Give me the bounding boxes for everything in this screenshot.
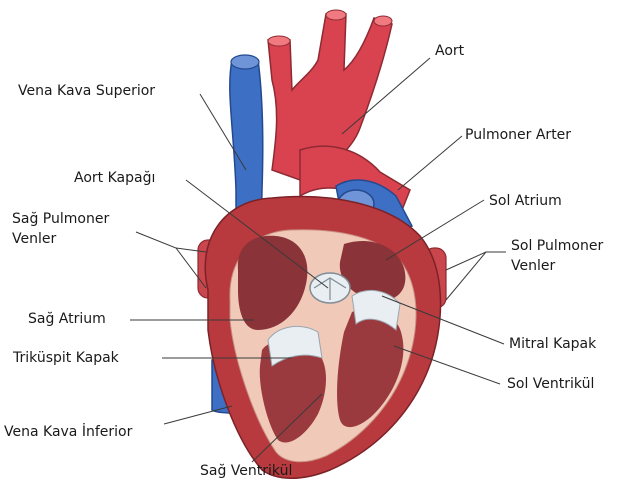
- leader-line-pulmoner-arter: [398, 136, 462, 190]
- label-mitral-kapak: Mitral Kapak: [509, 336, 596, 353]
- leader-line-sol-pulmoner-venler-2: [446, 252, 486, 300]
- leader-line-vena-kava-inferior: [164, 406, 232, 424]
- label-aort-kapagi: Aort Kapağı: [74, 170, 155, 187]
- label-sag-ventrikul: Sağ Ventrikül: [200, 463, 292, 480]
- label-vena-kava-inferior: Vena Kava İnferior: [4, 424, 132, 441]
- label-sag-atrium: Sağ Atrium: [28, 311, 106, 328]
- aort-branch-opening: [268, 36, 290, 46]
- label-sol-pulmoner-venler-line2: Venler: [511, 258, 555, 275]
- label-sag-pulmoner-venler-line2: Venler: [12, 231, 56, 248]
- label-trikuspit-kapak: Triküspit Kapak: [13, 350, 119, 367]
- aort-branch-opening: [374, 16, 392, 26]
- leader-line-sol-pulmoner-venler: [446, 252, 506, 270]
- label-pulmoner-arter: Pulmoner Arter: [465, 127, 571, 144]
- label-sag-pulmoner-venler-line1: Sağ Pulmoner: [12, 211, 109, 228]
- label-sol-pulmoner-venler-line1: Sol Pulmoner: [511, 238, 603, 255]
- leader-line-sag-pulmoner-venler: [136, 232, 206, 288]
- label-aort: Aort: [435, 43, 464, 60]
- label-sol-atrium: Sol Atrium: [489, 193, 562, 210]
- aort-branch-opening: [326, 10, 346, 20]
- label-sol-ventrikul: Sol Ventrikül: [507, 376, 594, 393]
- vena-kava-superior-opening: [231, 55, 259, 69]
- label-vena-kava-superior: Vena Kava Superior: [18, 83, 155, 100]
